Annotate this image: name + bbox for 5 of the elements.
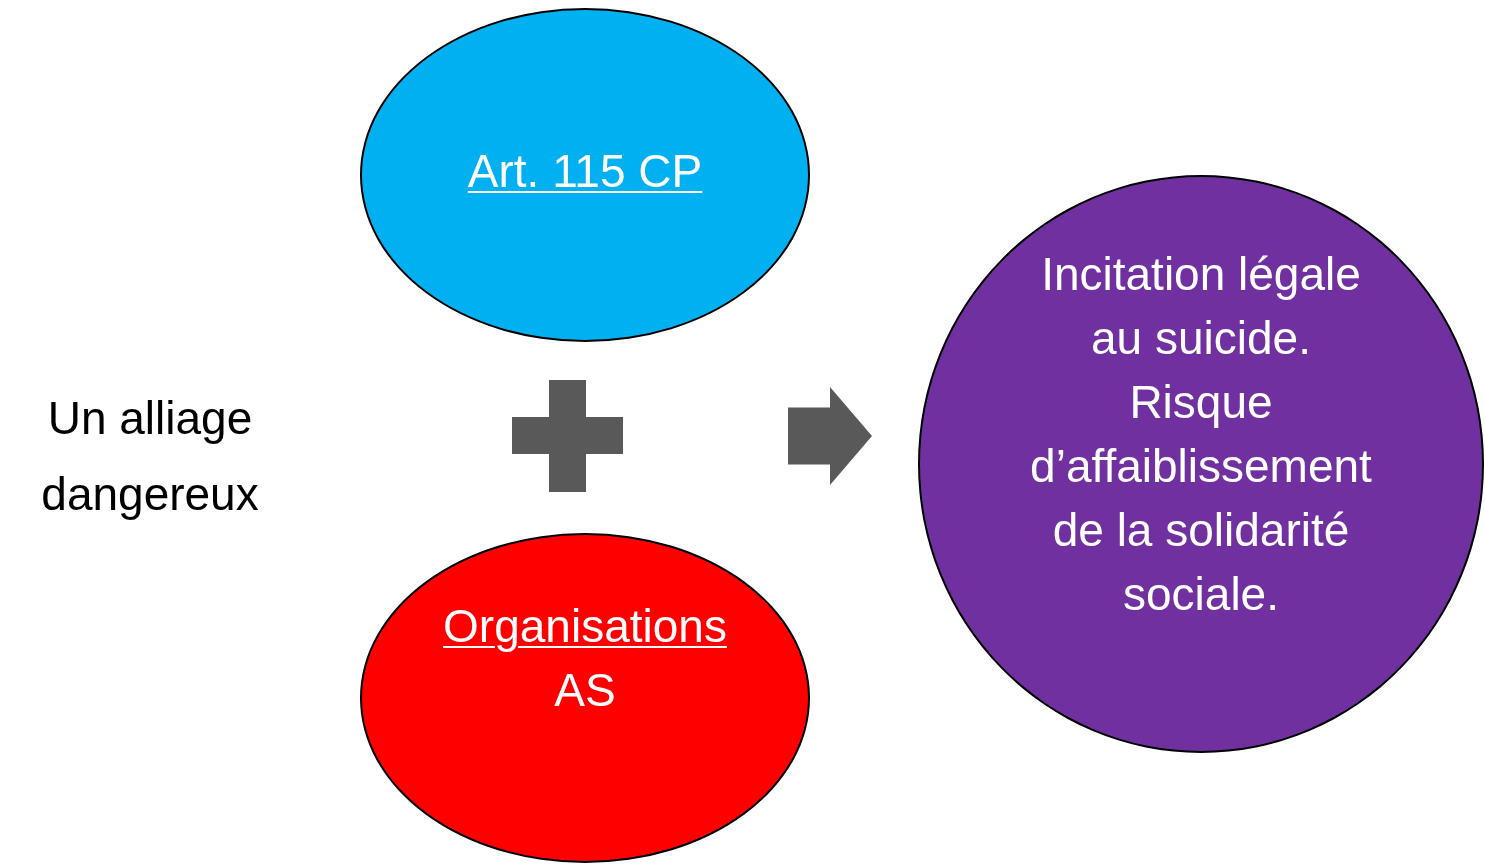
ellipse: Art. 115 CP bbox=[360, 8, 810, 342]
ellipse: Organisations AS bbox=[360, 533, 810, 863]
circle: Incitation légale au suicide. Risque d’affaiblissement de la solidarité sociale. bbox=[918, 175, 1484, 753]
side-text: Un alliage dangereux bbox=[40, 391, 260, 522]
block-arrow bbox=[788, 387, 872, 485]
